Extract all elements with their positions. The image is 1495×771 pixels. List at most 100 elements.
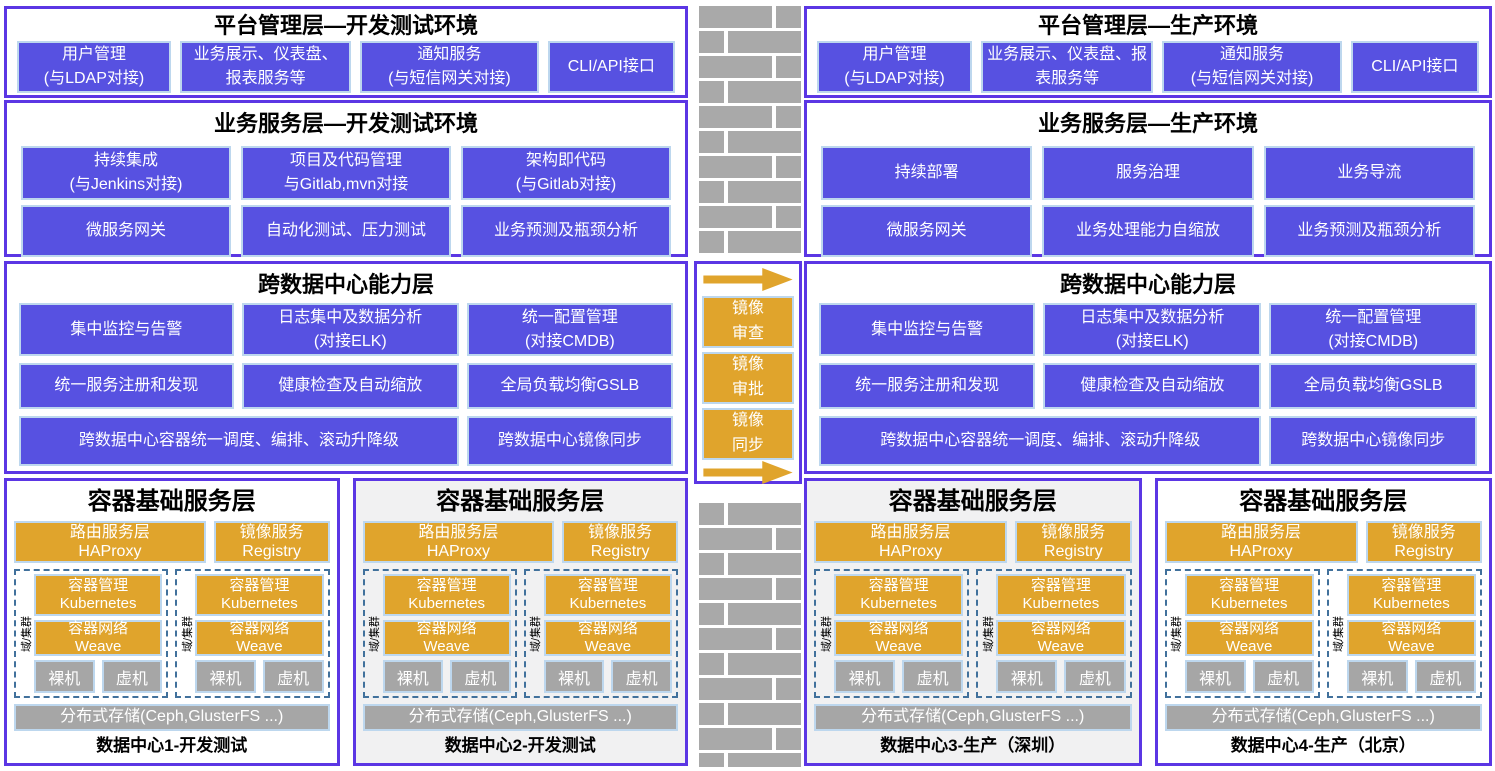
box-line: 业务导流	[1337, 164, 1402, 181]
machines-row: 裸机 虚机	[1184, 660, 1314, 693]
box-business-forecast: 业务预测及瓶颈分析	[461, 205, 671, 257]
box-line: (对接ELK)	[1115, 332, 1189, 350]
box-line: Registry	[590, 543, 650, 560]
box-notification-service: 通知服务 (与短信网关对接)	[1162, 41, 1342, 93]
box-line: 业务预测及瓶颈分析	[493, 222, 638, 239]
clusters-row: 域/集群 容器管理 Kubernetes 容器网络 Weave 裸机 虚机	[814, 569, 1132, 698]
brick-row	[699, 56, 801, 78]
brick-row	[699, 628, 801, 650]
storage-bar: 分布式存储(Ceph,GlusterFS ...)	[814, 704, 1132, 731]
box-line: HAProxy	[1229, 543, 1293, 560]
box-line: 容器管理	[1030, 577, 1091, 594]
brick-row	[699, 753, 801, 767]
box-line: 容器网络	[868, 620, 929, 637]
box-traffic-steering: 业务导流	[1263, 146, 1475, 200]
box-line: 用户管理	[61, 46, 126, 63]
box-line: 镜像	[731, 356, 764, 374]
box-automated-testing: 自动化测试、压力测试	[241, 205, 451, 257]
brick-row	[699, 728, 801, 750]
box-log-analysis: 日志集中及数据分析 (对接ELK)	[1043, 303, 1262, 356]
box-line: (与Jenkins对接)	[69, 176, 183, 193]
xdc-row-2: 统一服务注册和发现 健康检查及自动缩放 全局负载均衡GSLB	[819, 363, 1477, 409]
bare-metal-box: 裸机	[834, 660, 896, 693]
box-container-network: 容器网络 Weave	[1184, 620, 1314, 656]
box-line: 健康检查及自动缩放	[278, 377, 423, 394]
box-line: 业务预测及瓶颈分析	[1297, 222, 1442, 239]
brick	[699, 578, 772, 600]
box-line: HAProxy	[426, 543, 490, 560]
brick	[699, 156, 772, 178]
clusters-row: 域/集群 容器管理 Kubernetes 容器网络 Weave 裸机 虚机	[1164, 569, 1482, 698]
clusters-row: 域/集群 容器管理 Kubernetes 容器网络 Weave 裸机 虚机	[362, 569, 678, 698]
brick	[775, 56, 801, 78]
box-container-network: 容器网络 Weave	[834, 620, 964, 656]
box-container-network: 容器网络 Weave	[195, 620, 324, 656]
box-container-network: 容器网络 Weave	[543, 620, 672, 656]
cluster-group: 域/集群 容器管理 Kubernetes 容器网络 Weave 裸机 虚机	[362, 569, 517, 698]
box-line: Kubernetes	[1210, 595, 1288, 612]
box-line: (对接CMDB)	[1328, 332, 1419, 350]
brick-row	[699, 81, 801, 103]
brick	[699, 703, 725, 725]
cluster-content: 容器管理 Kubernetes 容器网络 Weave 裸机 虚机	[1184, 574, 1314, 693]
vertical-cluster-label: 域/集群	[17, 574, 34, 693]
box-line: 全局负载均衡GSLB	[500, 377, 640, 394]
box-line: 路由服务层	[69, 524, 150, 541]
panel-title: 跨数据中心能力层	[1059, 272, 1236, 297]
box-image-sync: 镜像 同步	[702, 408, 794, 460]
box-line: 全局负载均衡GSLB	[1303, 377, 1443, 394]
brick	[699, 206, 772, 228]
box-cross-dc-image-sync: 跨数据中心镜像同步	[466, 416, 673, 466]
brick	[728, 603, 801, 625]
cluster-content: 容器管理 Kubernetes 容器网络 Weave 裸机 虚机	[996, 574, 1126, 693]
brick	[775, 578, 801, 600]
box-line: Registry	[1394, 543, 1454, 560]
brick	[699, 31, 725, 53]
box-line: 镜像服务	[1041, 524, 1106, 541]
machines-row: 裸机 虚机	[834, 660, 964, 693]
brick	[699, 528, 772, 550]
box-routing-haproxy: 路由服务层 HAProxy	[1164, 521, 1358, 563]
brick-row	[699, 678, 801, 700]
box-routing-haproxy: 路由服务层 HAProxy	[14, 521, 206, 563]
brick	[728, 231, 801, 253]
brick	[775, 156, 801, 178]
bare-metal-box: 裸机	[996, 660, 1058, 693]
vm-box: 虚机	[101, 660, 163, 693]
box-container-management: 容器管理 Kubernetes	[1184, 574, 1314, 616]
box-line: 镜像服务	[1391, 524, 1456, 541]
box-line: 容器管理	[229, 577, 290, 594]
brick-wall-top	[699, 6, 801, 256]
machines-row: 裸机 虚机	[382, 660, 511, 693]
cluster-label-text: 域/集群	[369, 615, 381, 652]
box-cross-dc-scheduling: 跨数据中心容器统一调度、编排、滚动升降级	[19, 416, 459, 466]
vertical-cluster-label: 域/集群	[1330, 574, 1347, 693]
panel-title: 容器基础服务层	[888, 488, 1057, 515]
box-line: 路由服务层	[870, 524, 951, 541]
brick	[699, 106, 772, 128]
box-central-monitoring: 集中监控与告警	[819, 303, 1036, 356]
brick-row	[699, 6, 801, 28]
brick	[728, 703, 801, 725]
box-cross-dc-image-sync: 跨数据中心镜像同步	[1269, 416, 1477, 466]
brick	[775, 6, 801, 28]
box-line: 审查	[731, 325, 764, 342]
box-line: 日志集中及数据分析	[278, 308, 423, 326]
panel-title: 跨数据中心能力层	[257, 272, 434, 297]
box-container-network: 容器网络 Weave	[34, 620, 163, 656]
box-line: Weave	[423, 638, 470, 655]
box-line: Weave	[875, 638, 922, 655]
panel-title: 容器基础服务层	[436, 488, 605, 515]
box-log-analysis: 日志集中及数据分析 (对接ELK)	[241, 303, 459, 356]
box-line: 容器网络	[229, 620, 290, 637]
dc-panel: 容器基础服务层 路由服务层 HAProxy 镜像服务 Registry 域/集群…	[1154, 478, 1492, 766]
box-image-registry: 镜像服务 Registry	[213, 521, 330, 563]
cluster-group: 域/集群 容器管理 Kubernetes 容器网络 Weave 裸机 虚机	[1326, 569, 1482, 698]
machines-row: 裸机 虚机	[34, 660, 163, 693]
platform-dev-panel: 平台管理层—开发测试环境 用户管理 (与LDAP对接) 业务展示、仪表盘、报表服…	[4, 6, 688, 98]
box-health-check: 健康检查及自动缩放	[241, 363, 459, 409]
brick-wall-bottom	[699, 503, 801, 767]
cluster-content: 容器管理 Kubernetes 容器网络 Weave 裸机 虚机	[1346, 574, 1476, 693]
box-line: 持续集成	[93, 152, 158, 169]
box-line: 业务展示、仪表盘、报表服务等	[193, 46, 338, 87]
